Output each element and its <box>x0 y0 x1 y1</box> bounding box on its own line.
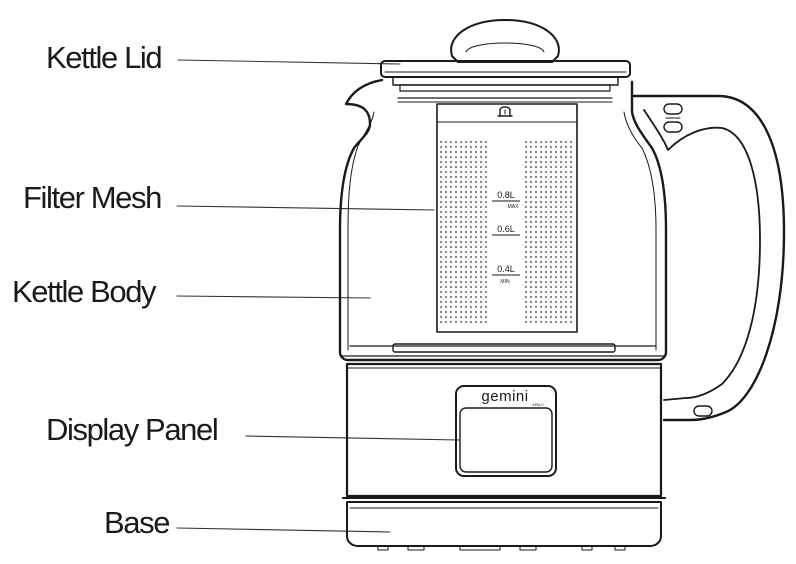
leader-filter <box>176 205 435 211</box>
brand-sub: APALD <box>532 403 544 407</box>
scale-top: 0.8L <box>497 190 515 200</box>
display-panel <box>455 385 557 477</box>
scale-top-note: MAX <box>508 204 520 210</box>
brand-name: gemini <box>481 388 528 405</box>
filter-mesh <box>436 103 578 333</box>
scale-markings: 0.8L MAX 0.6L 0.4L MIN <box>497 190 519 285</box>
leader-base <box>176 527 391 533</box>
scale-low-note: MIN <box>500 279 510 285</box>
label-filter-mesh: Filter Mesh <box>23 180 162 215</box>
mesh-dot-pattern <box>440 141 572 323</box>
kettle-base <box>342 362 666 551</box>
kettle-lid <box>380 60 631 103</box>
kettle-handle <box>630 94 786 422</box>
leader-lid <box>177 59 401 65</box>
leader-lines <box>176 59 461 533</box>
leader-panel <box>245 435 461 441</box>
scale-low: 0.4L <box>497 264 515 274</box>
label-kettle-lid: Kettle Lid <box>46 40 163 75</box>
leader-body <box>176 295 371 299</box>
kettle-body <box>338 78 668 362</box>
scale-mid: 0.6L <box>497 224 515 234</box>
label-kettle-body: Kettle Body <box>12 274 157 309</box>
label-display-panel: Display Panel <box>46 412 219 447</box>
lid-knob <box>450 19 560 63</box>
label-base: Base <box>104 505 170 540</box>
